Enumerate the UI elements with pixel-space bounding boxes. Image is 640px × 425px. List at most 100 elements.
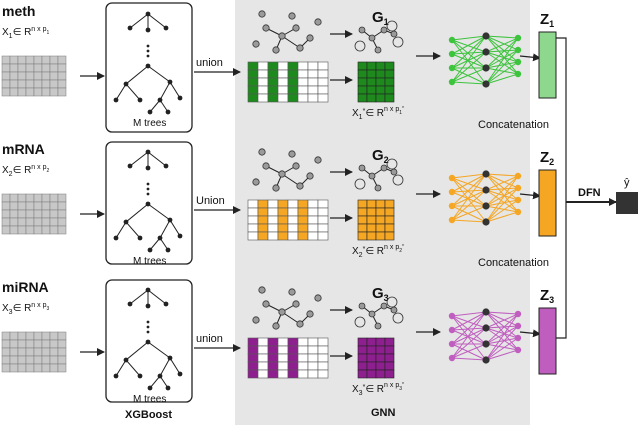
matrix-cell: [366, 199, 377, 209]
nn-node: [482, 186, 490, 194]
matrix-cell: [375, 69, 386, 79]
tree-node: [145, 27, 151, 33]
matrix-cell: [287, 223, 299, 233]
grid-cell: [57, 217, 67, 227]
output-box: [616, 192, 638, 214]
nn-edge: [451, 173, 487, 179]
grid-cell: [9, 331, 19, 341]
tree-edge: [159, 375, 169, 389]
tree-edge: [125, 203, 149, 223]
matrix-cell: [357, 223, 368, 233]
grid-cell: [49, 347, 59, 357]
nn-edge: [485, 49, 519, 69]
nn-edge: [451, 219, 487, 223]
nn-node: [514, 46, 522, 54]
grid-cell: [33, 363, 43, 373]
matrix-cell: [375, 231, 386, 241]
graph-node: [278, 308, 286, 316]
matrix-cell: [357, 61, 368, 71]
grid-cell: [17, 55, 27, 65]
matrix-cell: [384, 353, 395, 363]
tree-node: [147, 109, 153, 115]
matrix-cell: [247, 61, 259, 71]
matrix-cell: [307, 85, 319, 95]
matrix-cell: [267, 207, 279, 217]
concatenation-label-2: Concatenation: [478, 257, 549, 269]
matrix-cell: [257, 93, 269, 103]
feat-star: *: [363, 384, 366, 391]
grid-cell: [33, 355, 43, 365]
self-loop: [392, 174, 404, 186]
matrix-cell: [307, 69, 319, 79]
nn-node: [448, 188, 456, 196]
graph-node: [380, 26, 388, 34]
matrix-cell: [317, 77, 329, 87]
graph-node: [278, 32, 286, 40]
matrix-cell: [375, 215, 386, 225]
concatenation-label-1: Concatenation: [478, 119, 549, 131]
matrix-cell: [277, 199, 289, 209]
tree-node: [113, 373, 119, 379]
self-loop: [354, 40, 366, 52]
grid-cell: [17, 339, 27, 349]
tree-node: [157, 97, 163, 103]
matrix-cell: [317, 231, 329, 241]
grid-cell: [57, 55, 67, 65]
matrix-cell: [307, 337, 319, 347]
matrix-cell: [366, 77, 377, 87]
tree-edge: [169, 81, 181, 99]
graph-node: [292, 162, 300, 170]
feat-space: ∈ R: [365, 246, 384, 257]
tree-edge: [125, 359, 141, 377]
nn-edge: [485, 311, 519, 339]
grid-cell: [17, 363, 27, 373]
nn-edge: [451, 315, 487, 345]
matrix-cell: [257, 77, 269, 87]
matrix-cell: [297, 69, 309, 79]
matrix-cell: [375, 337, 386, 347]
graph-label: G3: [372, 285, 389, 303]
matrix-cell: [257, 337, 269, 347]
graph-node: [296, 182, 304, 190]
reduced-formula: X2*∈ Rn x p2*: [352, 244, 404, 259]
input-sup: n x p: [31, 26, 46, 33]
nn-edge: [485, 187, 519, 223]
grid-cell: [41, 79, 51, 89]
tree-node: [165, 247, 171, 253]
matrix-cell: [357, 69, 368, 79]
nn-node: [482, 340, 490, 348]
graph-node: [314, 294, 322, 302]
emb-sub: 3: [549, 295, 554, 305]
tree-node: [127, 301, 133, 307]
grid-cell: [41, 225, 51, 235]
nn-node: [448, 340, 456, 348]
graph-node: [288, 12, 296, 20]
input-x: X: [2, 303, 9, 314]
nn-node: [482, 170, 490, 178]
nn-edge: [451, 173, 487, 193]
graph-node: [368, 310, 376, 318]
nn-edge: [485, 175, 519, 207]
grid-cell: [1, 331, 11, 341]
nn-edge: [451, 39, 487, 85]
grid-cell: [25, 355, 35, 365]
input-x: X: [2, 27, 9, 38]
nn-node: [514, 346, 522, 354]
grid-cell: [9, 79, 19, 89]
matrix-cell: [267, 61, 279, 71]
nn-edge: [485, 49, 519, 85]
tree-node: [147, 247, 153, 253]
grid-cell: [41, 217, 51, 227]
input-sub: 1: [9, 33, 13, 40]
matrix-cell: [366, 207, 377, 217]
induced-graph: [354, 158, 404, 192]
graph-node: [278, 170, 286, 178]
graph-node: [306, 34, 314, 42]
nn-edge: [485, 199, 519, 223]
matrix-cell: [384, 223, 395, 233]
nn-edge: [485, 37, 519, 85]
matrix-cell: [257, 69, 269, 79]
graph-node: [252, 178, 260, 186]
graph-node: [374, 184, 382, 192]
